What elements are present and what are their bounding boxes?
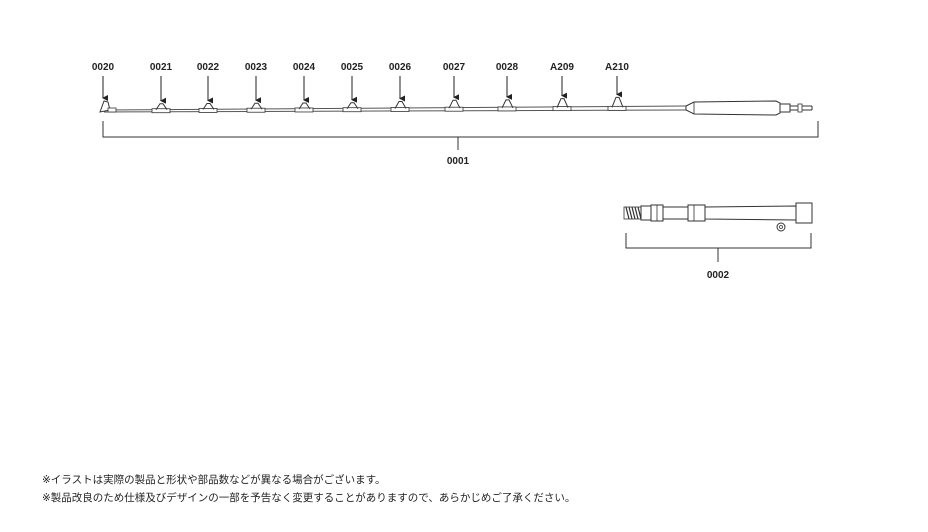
line-guide-0024 bbox=[294, 102, 314, 113]
thread-coil bbox=[625, 206, 642, 220]
butt-section-rod bbox=[623, 202, 813, 232]
line-guide-a210 bbox=[607, 96, 627, 111]
guide-label-0022: 0022 bbox=[197, 62, 220, 73]
butt-section-label: 0002 bbox=[707, 270, 730, 281]
guide-label-a210: A210 bbox=[605, 62, 629, 73]
note-illustration-disclaimer: ※イラストは実際の製品と形状や部品数などが異なる場合がございます。 bbox=[42, 474, 386, 486]
tip-section-label: 0001 bbox=[447, 156, 470, 167]
guide-label-0025: 0025 bbox=[341, 62, 364, 73]
tip-section-bracket bbox=[102, 121, 819, 150]
tip-section-handle bbox=[685, 100, 813, 116]
line-guide-0028 bbox=[497, 99, 517, 112]
guide-leader-arrows bbox=[102, 76, 622, 104]
guide-label-0027: 0027 bbox=[443, 62, 466, 73]
line-guide-a209 bbox=[552, 98, 572, 112]
line-guide-0027 bbox=[444, 99, 464, 112]
guide-label-0026: 0026 bbox=[389, 62, 412, 73]
line-guide-0026 bbox=[390, 100, 410, 112]
guide-part-labels: 0020 0021 0022 0023 0024 0025 0026 0027 0028 A209… bbox=[92, 62, 630, 73]
guide-label-a209: A209 bbox=[550, 62, 574, 73]
tip-top-guide bbox=[99, 100, 117, 113]
line-guide-0023 bbox=[246, 102, 266, 113]
guide-label-0021: 0021 bbox=[150, 62, 173, 73]
guide-label-0028: 0028 bbox=[496, 62, 519, 73]
line-guide-0025 bbox=[342, 102, 362, 113]
note-specification-change-disclaimer: ※製品改良のため仕様及びデザインの一部を予告なく変更することがありますので、あら… bbox=[42, 492, 576, 504]
butt-section-bracket bbox=[625, 233, 812, 262]
guide-label-0024: 0024 bbox=[293, 62, 316, 73]
guide-label-0023: 0023 bbox=[245, 62, 268, 73]
line-guide-0021 bbox=[151, 103, 171, 114]
guide-label-0020: 0020 bbox=[92, 62, 115, 73]
line-guide-0022 bbox=[198, 102, 218, 113]
line-guides bbox=[151, 96, 627, 114]
